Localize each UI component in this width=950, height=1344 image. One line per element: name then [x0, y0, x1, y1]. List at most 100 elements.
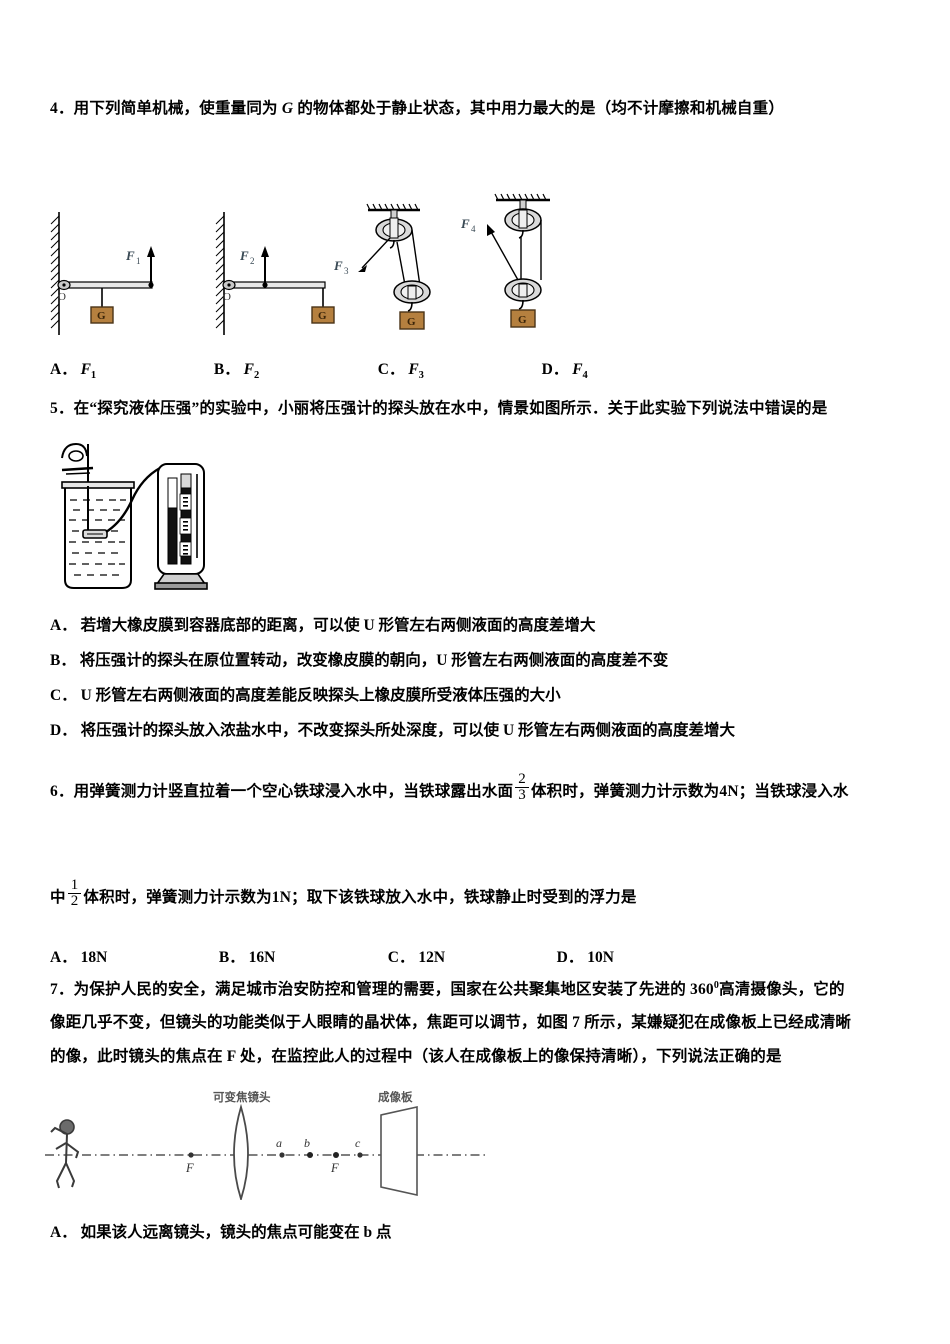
- q4-stem-part2: 的物体都处于静止状态，其中用力最大的是（均不计摩擦和机械自重）: [297, 100, 785, 117]
- point-a-label: a: [276, 1136, 282, 1150]
- q6-option-a-key: A．: [50, 949, 77, 966]
- q7-stem-2: 像距几乎不变，但镜头的功能类似于人眼睛的晶状体，焦距可以调节，如图 7 所示，某…: [50, 1014, 852, 1031]
- q4-option-c-key: C．: [377, 361, 405, 378]
- q6-option-d[interactable]: D． 10N: [557, 945, 722, 967]
- q5-option-a-key: A．: [50, 617, 77, 634]
- question-4-stem: 4．用下列简单机械，使重量同为 G 的物体都处于静止状态，其中用力最大的是（均不…: [50, 100, 784, 119]
- question-7-stem-line-3: 的像，此时镜头的焦点在 F 处，在监控此人的过程中（该人在成像板上的像保持清晰）…: [50, 1048, 782, 1067]
- svg-text:4: 4: [471, 224, 476, 234]
- screen-label: 成像板: [378, 1090, 413, 1104]
- q4-option-a-text: F: [80, 361, 91, 378]
- liquid-pressure-experiment-figure: [60, 438, 250, 593]
- q6-option-c-key: C．: [387, 949, 415, 966]
- lens-label: 可变焦镜头: [213, 1090, 271, 1104]
- lever-diagram-1: O G F 1: [50, 212, 155, 335]
- q6-stem-2a: 中: [50, 888, 66, 906]
- question-7-stem-line-1: 7．为保护人民的安全，满足城市治安防控和管理的需要，国家在公共聚集地区安装了先进…: [50, 980, 845, 1000]
- fraction-numerator: 1: [70, 877, 79, 893]
- point-c: [357, 1152, 363, 1158]
- svg-text:F: F: [333, 258, 343, 273]
- q4-weight-symbol: G: [281, 100, 294, 117]
- point-b-label: b: [304, 1136, 310, 1150]
- q5-option-c-text: U 形管左右两侧液面的高度差能反映探头上橡皮膜所受液体压强的大小: [80, 687, 561, 704]
- q6-option-d-key: D．: [556, 949, 584, 966]
- convex-lens: [233, 1103, 249, 1200]
- q7-option-a[interactable]: A． 如果该人远离镜头，镜头的焦点可能变在 b 点: [50, 1220, 391, 1242]
- fraction-denominator: 3: [515, 787, 529, 803]
- q6-option-a[interactable]: A． 18N: [50, 945, 215, 967]
- q4-option-d-sub: 4: [582, 370, 588, 382]
- fraction-numerator: 2: [518, 771, 526, 787]
- q6-stem-1b: 体积时，弹簧测力计示数为4N；当铁球浸入水: [530, 782, 849, 800]
- q5-option-d-key: D．: [50, 722, 77, 739]
- svg-text:F: F: [460, 216, 470, 231]
- q6-option-a-text: 18N: [80, 949, 108, 966]
- q5-option-b-key: B．: [50, 652, 76, 669]
- u-tube-manometer: [154, 463, 208, 590]
- q4-option-d-text: F: [572, 361, 583, 378]
- q4-option-d[interactable]: D． F4: [542, 357, 702, 381]
- svg-text:1: 1: [136, 256, 141, 266]
- right-focus-label: F: [330, 1161, 339, 1175]
- fraction-denominator: 2: [67, 893, 82, 909]
- question-7-stem-line-2: 像距几乎不变，但镜头的功能类似于人眼睛的晶状体，焦距可以调节，如图 7 所示，某…: [50, 1014, 851, 1033]
- imaging-screen: [380, 1106, 418, 1196]
- q4-option-a[interactable]: A． F1: [50, 357, 210, 381]
- q5-option-d[interactable]: D． 将压强计的探头放入浓盐水中，不改变探头所处深度，可以使 U 形管左右两侧液…: [50, 718, 735, 740]
- q7-stem-3: 的像，此时镜头的焦点在 F 处，在监控此人的过程中（该人在成像板上的像保持清晰）…: [50, 1048, 782, 1065]
- svg-text:G: G: [318, 310, 327, 322]
- pulley-diagram-3: G F 3: [333, 203, 431, 330]
- q6-option-c[interactable]: C． 12N: [388, 945, 553, 967]
- q5-option-c-key: C．: [50, 687, 77, 704]
- q4-option-b[interactable]: B． F2: [214, 357, 374, 381]
- q6-option-c-text: 12N: [418, 949, 446, 966]
- q6-stem-2b: 体积时，弹簧测力计示数为1N；取下该铁球放入水中，铁球静止时受到的浮力是: [83, 888, 637, 906]
- svg-text:3: 3: [344, 266, 349, 276]
- simple-machines-figure: O G F 1: [50, 190, 610, 350]
- point-c-label: c: [355, 1136, 361, 1150]
- q7-stem-1b: 高清摄像头，它的: [719, 981, 845, 999]
- q5-option-a-text: 若增大橡皮膜到容器底部的距离，可以使 U 形管左右两侧液面的高度差增大: [80, 617, 596, 634]
- point-b: [307, 1152, 313, 1158]
- q4-option-c-text: F: [408, 361, 419, 378]
- question-4-options: A． F1 B． F2 C． F3 D． F4: [50, 357, 702, 381]
- q4-option-a-key: A．: [50, 361, 77, 378]
- right-focus-point: [333, 1152, 339, 1158]
- svg-text:F: F: [239, 248, 249, 263]
- q6-option-b-text: 16N: [248, 949, 276, 966]
- left-focus-label: F: [185, 1161, 194, 1175]
- q4-option-b-key: B．: [213, 361, 240, 378]
- q6-option-b-key: B．: [218, 949, 245, 966]
- q6-option-b[interactable]: B． 16N: [219, 945, 384, 967]
- svg-text:O: O: [223, 291, 231, 303]
- q4-stem-part1: 4．用下列简单机械，使重量同为: [50, 100, 278, 117]
- q7-degree-superscript: 0: [713, 980, 720, 991]
- q5-option-c[interactable]: C． U 形管左右两侧液面的高度差能反映探头上橡皮膜所受液体压强的大小: [50, 683, 561, 705]
- svg-text:O: O: [58, 291, 66, 303]
- zoom-lens-optics-figure: 可变焦镜头 成像板: [45, 1085, 485, 1200]
- q4-option-a-sub: 1: [90, 370, 97, 382]
- q4-option-b-text: F: [243, 361, 254, 378]
- q4-option-c[interactable]: C． F3: [378, 357, 538, 381]
- q5-option-a[interactable]: A． 若增大橡皮膜到容器底部的距离，可以使 U 形管左右两侧液面的高度差增大: [50, 613, 596, 635]
- q5-option-b-text: 将压强计的探头在原位置转动，改变橡皮膜的朝向，U 形管左右两侧液面的高度差不变: [79, 652, 669, 669]
- svg-text:G: G: [407, 316, 416, 328]
- q4-option-b-sub: 2: [253, 370, 260, 382]
- stick-figure-person: [50, 1119, 80, 1189]
- beaker-with-liquid: [61, 481, 135, 589]
- q4-option-d-key: D．: [541, 361, 569, 378]
- point-a: [279, 1152, 285, 1158]
- svg-text:2: 2: [250, 256, 255, 266]
- svg-text:F: F: [125, 248, 135, 263]
- q7-option-a-text: 如果该人远离镜头，镜头的焦点可能变在 b 点: [80, 1224, 392, 1241]
- question-5-stem: 5．在“探究液体压强”的实验中，小丽将压强计的探头放在水中，情景如图所示．关于此…: [50, 400, 827, 419]
- q6-option-d-text: 10N: [587, 949, 614, 966]
- q5-option-b[interactable]: B． 将压强计的探头在原位置转动，改变橡皮膜的朝向，U 形管左右两侧液面的高度差…: [50, 648, 668, 670]
- q6-stem-1a: 6．用弹簧测力计竖直拉着一个空心铁球浸入水中，当铁球露出水面: [50, 782, 514, 800]
- svg-text:G: G: [97, 310, 106, 322]
- pulley-diagram-4: G F 4: [460, 193, 550, 328]
